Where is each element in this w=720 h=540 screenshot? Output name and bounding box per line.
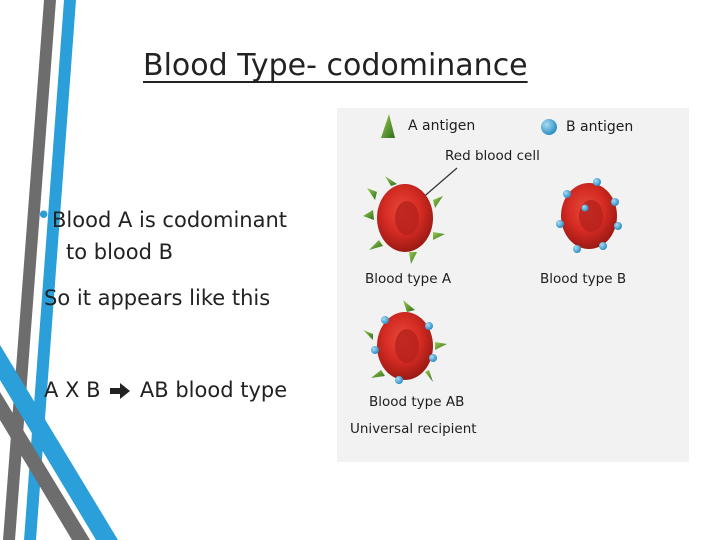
blood-type-figure: A antigen B antigen Red blood cell Blood… (337, 108, 689, 462)
blood-type-b-label: Blood type B (540, 271, 627, 287)
bullet-line-1: Blood A is codominant (52, 208, 288, 232)
a-antigen-legend-icon (381, 114, 395, 138)
slide-title: Blood Type- codominance (143, 48, 528, 83)
bullet-line-2: to blood B (66, 240, 174, 264)
a-antigen-label: A antigen (408, 118, 476, 134)
blood-type-a-label: Blood type A (365, 271, 452, 287)
cross-left: A X B (44, 378, 101, 402)
universal-recipient-label: Universal recipient (350, 421, 477, 437)
blood-cell-ab (363, 300, 447, 384)
cross-right: AB blood type (139, 378, 288, 402)
b-antigen-legend-icon (541, 119, 557, 135)
appears-text: So it appears like this (44, 286, 271, 310)
bullet-dot-icon: • (36, 201, 52, 231)
bullet-item: • Blood A is codominant to blood B (36, 201, 288, 268)
right-arrow-icon (110, 383, 131, 399)
blood-cell-b (556, 178, 622, 253)
cross-text: A X B AB blood type (44, 378, 287, 402)
b-antigen-label: B antigen (566, 119, 634, 135)
figure-drawing (363, 114, 622, 384)
blood-cell-a (363, 176, 445, 264)
blood-type-ab-label: Blood type AB (369, 394, 465, 410)
red-blood-cell-label: Red blood cell (445, 148, 540, 164)
